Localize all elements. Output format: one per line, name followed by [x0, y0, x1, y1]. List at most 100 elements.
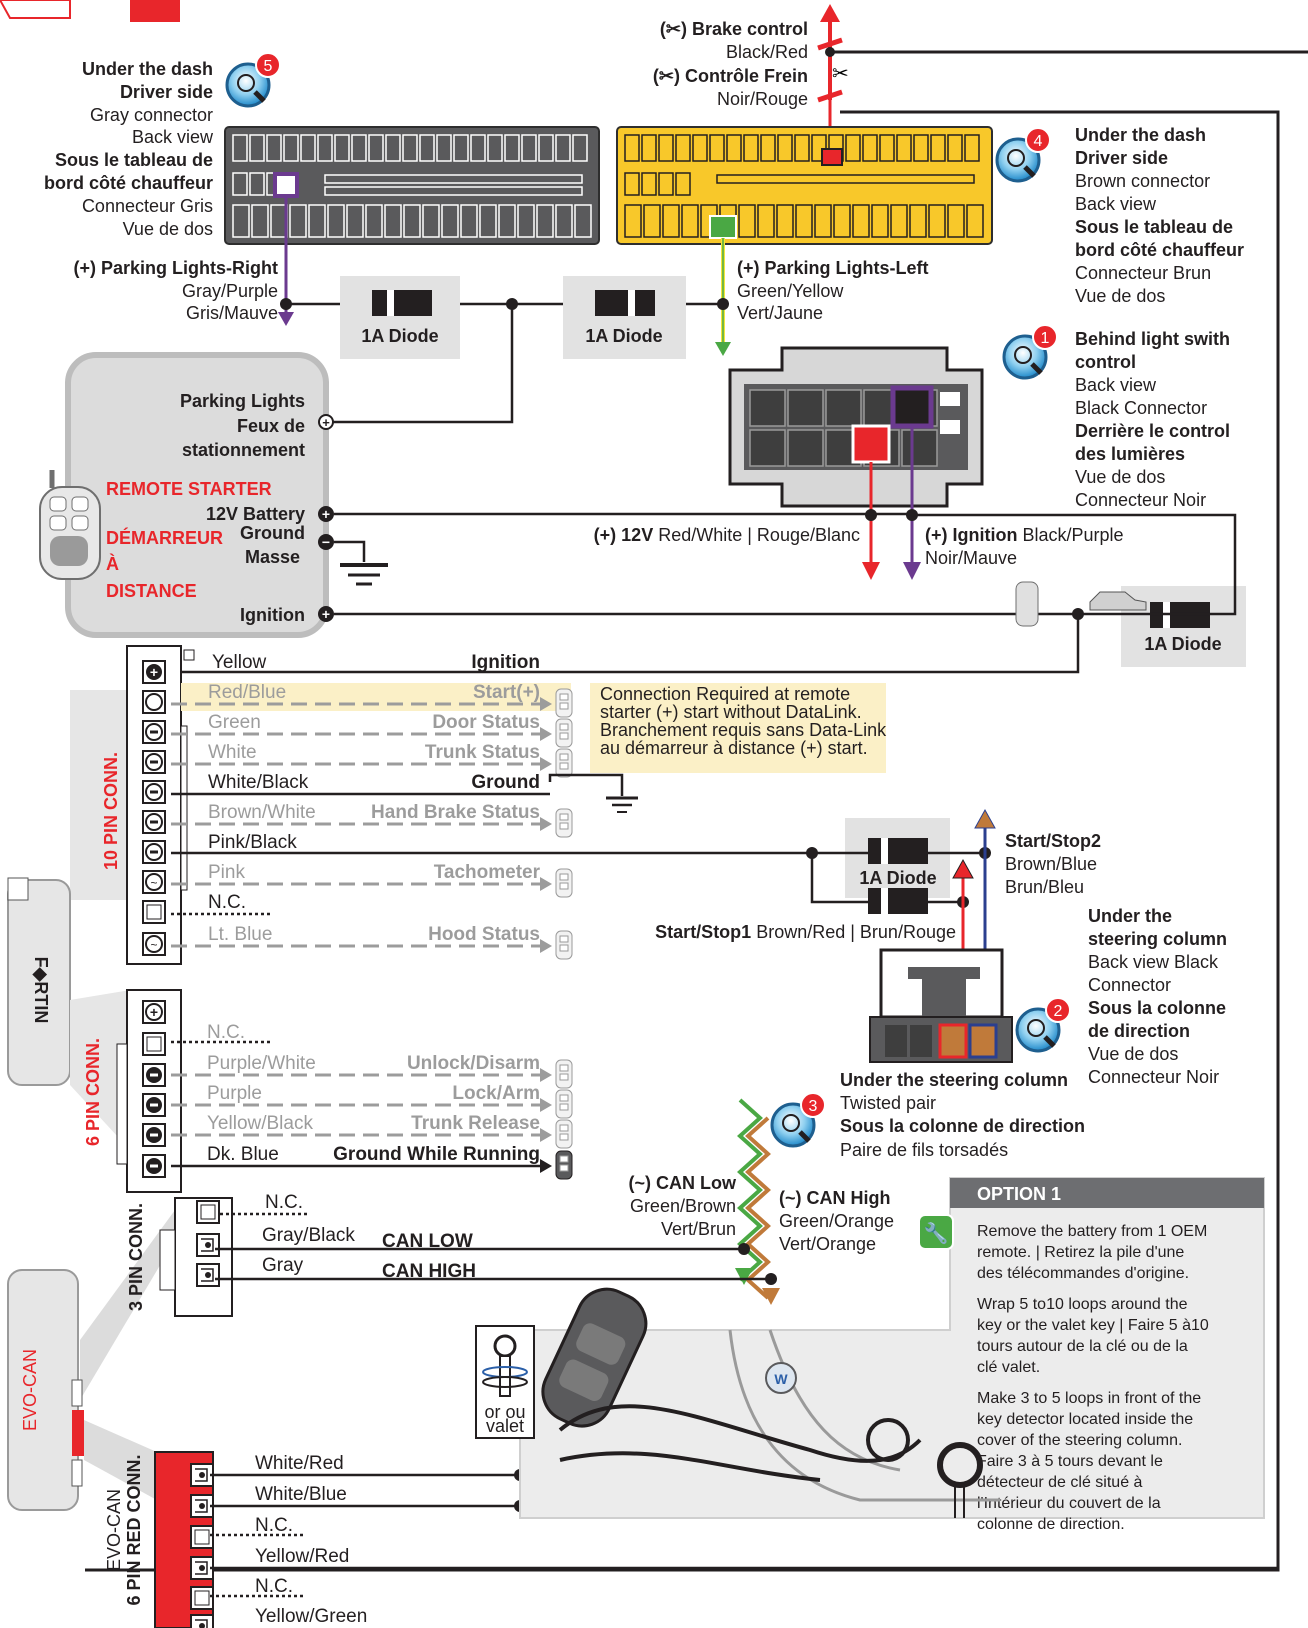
scissors-icon: ✂	[832, 63, 849, 85]
loc3-line1: Under the steering column	[840, 1070, 1068, 1090]
svg-text:W: W	[774, 1371, 788, 1387]
vw-logo-icon	[765, 1362, 797, 1394]
small-remote-icon	[1015, 581, 1039, 627]
loc5-line8: Vue de dos	[123, 219, 213, 239]
option-line: Make 3 to 5 loops in front of the	[977, 1390, 1201, 1407]
rs-masse: Masse	[245, 547, 300, 567]
fortin-module: F◆RTIN	[7, 877, 71, 1086]
svg-text:~: ~	[150, 876, 157, 890]
conn6-function: Trunk Release	[411, 1113, 540, 1134]
brake-title-fr: (✂) Contrôle Frein	[653, 66, 808, 86]
conn10-function: Hood Status	[428, 924, 540, 945]
mini-remote-icon	[555, 688, 573, 718]
conn10-wire-color: Red/Blue	[208, 682, 286, 703]
mini-remote-icon	[555, 1059, 573, 1089]
svg-text:−: −	[322, 534, 330, 550]
option-line: tours autour de la clé ou de la	[977, 1338, 1188, 1355]
rs-title-3: À	[106, 553, 119, 574]
canlow-color: Green/Brown	[630, 1196, 736, 1216]
location-1-label: Behind light swith control Back view Bla…	[1075, 329, 1230, 510]
svg-text:~: ~	[150, 938, 157, 952]
evocan-row: Yellow/Red	[210, 1546, 1278, 1570]
rs-title-2: DÉMARREUR	[106, 527, 223, 548]
location-3-magnifier-icon: 3	[770, 1092, 826, 1148]
option-line: colonne de direction.	[977, 1516, 1125, 1533]
location-5-label: Under the dash Driver side Gray connecto…	[44, 59, 214, 239]
10-pin-connector: 10 PIN CONN. +~~	[70, 645, 195, 965]
loc2-line3: Back view Black	[1088, 952, 1219, 972]
conn6-function: Ground While Running	[333, 1144, 540, 1165]
mini-remote-icon	[555, 1089, 573, 1119]
svg-text:3: 3	[809, 1098, 818, 1115]
start-stop-diodes: 1A Diode	[171, 808, 996, 1045]
loc2-line6: de direction	[1088, 1021, 1190, 1041]
loc3-line2: Twisted pair	[840, 1093, 936, 1113]
loc1-line1: Behind light swith	[1075, 329, 1230, 349]
loc5-line1: Under the dash	[82, 59, 213, 79]
conn10-wire-color: White	[208, 742, 257, 763]
conn6-wire-color: Purple/White	[207, 1053, 316, 1074]
ss2-color-fr: Brun/Bleu	[1005, 877, 1084, 897]
oem-key-fob-icon	[541, 1287, 648, 1428]
evocan-wire-color: Yellow/Green	[255, 1606, 367, 1627]
location-3-label: Under the steering column Twisted pair S…	[840, 1070, 1085, 1160]
loc1-line2: control	[1075, 352, 1136, 372]
key-detector-icon	[937, 1442, 983, 1488]
conn10-wire-color: Pink/Black	[208, 832, 297, 853]
conn10-function: Tachometer	[434, 862, 541, 883]
option-line: clé valet.	[977, 1359, 1040, 1376]
rs-ground: Ground	[240, 523, 305, 543]
option-1-box: OPTION 1 🔧 Remove the battery from 1 OEM…	[475, 1177, 1265, 1533]
note-line4: au démarreur à distance (+) start.	[600, 738, 868, 758]
conn6-title: 6 PIN CONN.	[83, 1038, 103, 1146]
conn6-row: Dk. Blue Ground While Running	[171, 1144, 573, 1180]
location-4-magnifier-icon: 4	[995, 127, 1051, 183]
parking-lights-diodes: 1A Diode 1A Diode	[280, 276, 729, 424]
wire-12v-label: (+) 12V Red/White | Rouge/Blanc	[594, 525, 860, 545]
evocan-wire-color: White/Red	[255, 1453, 344, 1474]
canhigh-color-fr: Vert/Orange	[779, 1234, 876, 1254]
evocan-side-label: EVO-CAN	[20, 1349, 40, 1431]
rs-title-4: DISTANCE	[106, 581, 197, 601]
svg-text:5: 5	[264, 58, 273, 75]
option-title: OPTION 1	[977, 1184, 1061, 1204]
diode-label-2: 1A Diode	[585, 326, 662, 346]
mini-remote-icon	[555, 718, 573, 748]
plr-color: Gray/Purple	[182, 281, 278, 301]
evocan-row: Yellow/Green	[255, 1606, 367, 1627]
note-line3: Branchement requis sans Data-Link	[600, 720, 887, 740]
loc2-line7: Vue de dos	[1088, 1044, 1178, 1064]
wire-ignition-label: (+) Ignition Black/Purple	[925, 525, 1124, 545]
note-text: Connection Required at remote starter (+…	[600, 684, 887, 758]
brake-color: Black/Red	[726, 42, 808, 62]
remote-starter-module: Parking Lights Feux de stationnement REM…	[39, 352, 329, 638]
loc1-line4: Black Connector	[1075, 398, 1207, 418]
diode-label-1: 1A Diode	[361, 326, 438, 346]
loc4-line3: Brown connector	[1075, 171, 1210, 191]
loc3-line4: Paire de fils torsadés	[840, 1140, 1008, 1160]
option-line: Wrap 5 to10 loops around the	[977, 1296, 1188, 1313]
option-line: remote. | Retirez la pile d'une	[977, 1244, 1184, 1261]
conn6-wire-color: Dk. Blue	[207, 1144, 279, 1165]
conn3-wire-color: Gray	[262, 1255, 304, 1276]
loc4-line4: Back view	[1075, 194, 1157, 214]
conn3-wire-color: Gray/Black	[262, 1225, 355, 1246]
option-line: cover of the steering column.	[977, 1432, 1182, 1449]
ss2-title: Start/Stop2	[1005, 831, 1101, 851]
valet-label-2: valet	[486, 1416, 524, 1436]
brake-control-wire: (✂) Brake control Black/Red (✂) Contrôle…	[85, 4, 1308, 1572]
mini-remote-icon	[555, 1150, 573, 1180]
loc4-line5: Sous le tableau de	[1075, 217, 1233, 237]
evocan-conn-label-2: 6 PIN RED CONN.	[124, 1454, 144, 1605]
conn6-wire-color: Purple	[207, 1083, 262, 1104]
evocan-wire-color: White/Blue	[255, 1484, 347, 1505]
note-box	[590, 683, 886, 773]
